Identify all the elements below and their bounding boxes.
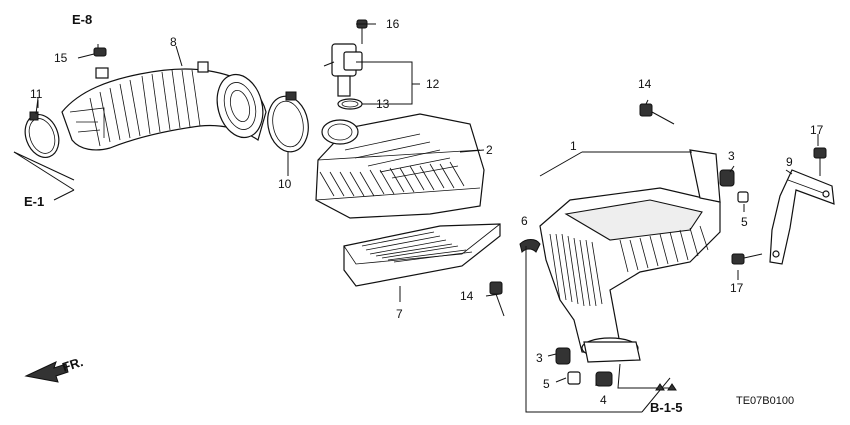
collar-part-5-right[interactable] xyxy=(737,191,749,203)
sensor-assembly-part-12[interactable] xyxy=(323,43,363,97)
ref-e1: E-1 xyxy=(24,194,44,209)
callout-9: 9 xyxy=(786,155,793,169)
o-ring-part-13[interactable] xyxy=(337,98,363,110)
callout-3-bottom: 3 xyxy=(536,351,543,365)
callout-5-bottom: 5 xyxy=(543,377,550,391)
callout-14-bottom: 14 xyxy=(460,289,474,303)
bolt-part-14-bottom[interactable] xyxy=(489,281,505,317)
clip-part-15[interactable] xyxy=(77,47,107,59)
bolt-part-14-top[interactable] xyxy=(639,103,675,125)
callout-12: 12 xyxy=(426,77,440,91)
clip-part-6[interactable] xyxy=(519,239,541,253)
callout-10: 10 xyxy=(278,177,292,191)
callout-5-right: 5 xyxy=(741,215,748,229)
callout-8: 8 xyxy=(170,35,177,49)
intake-hose-part-8[interactable] xyxy=(61,61,270,151)
hose-clamp-part-10[interactable] xyxy=(263,91,312,170)
grommet-part-3-bottom[interactable] xyxy=(555,347,571,365)
drawing-code: TE07B0100 xyxy=(736,395,794,407)
air-cleaner-cover-part-2[interactable] xyxy=(315,113,485,219)
callout-7: 7 xyxy=(396,307,403,321)
callout-14-top: 14 xyxy=(638,77,652,91)
grommet-part-4[interactable] xyxy=(595,371,613,387)
callout-6: 6 xyxy=(521,214,528,228)
b-1-5-arrows xyxy=(655,383,677,391)
air-cleaner-housing-part-1[interactable] xyxy=(539,149,721,363)
grommet-part-3-right[interactable] xyxy=(719,169,735,187)
ref-fr: FR. xyxy=(60,354,85,375)
callout-1: 1 xyxy=(570,139,577,153)
bolt-part-17-top[interactable] xyxy=(813,147,827,176)
callout-15: 15 xyxy=(54,51,68,65)
bracket-part-9[interactable] xyxy=(769,169,835,265)
hose-clamp-part-11[interactable] xyxy=(19,97,64,162)
callout-11: 11 xyxy=(30,87,43,101)
front-direction-arrow xyxy=(24,361,69,383)
callout-17-bottom: 17 xyxy=(730,281,744,295)
callout-2: 2 xyxy=(486,143,493,157)
ref-e8: E-8 xyxy=(72,12,92,27)
leader-lines xyxy=(13,23,819,413)
collar-part-5-bottom[interactable] xyxy=(567,371,581,385)
callout-16: 16 xyxy=(386,17,400,31)
ref-b15: B-1-5 xyxy=(650,400,683,415)
callout-13: 13 xyxy=(376,97,390,111)
callout-4: 4 xyxy=(600,393,607,407)
bolt-part-17-bottom[interactable] xyxy=(731,253,763,265)
callout-17-top: 17 xyxy=(810,123,824,137)
callout-3-right: 3 xyxy=(728,149,735,163)
air-filter-element-part-7[interactable] xyxy=(343,223,501,287)
